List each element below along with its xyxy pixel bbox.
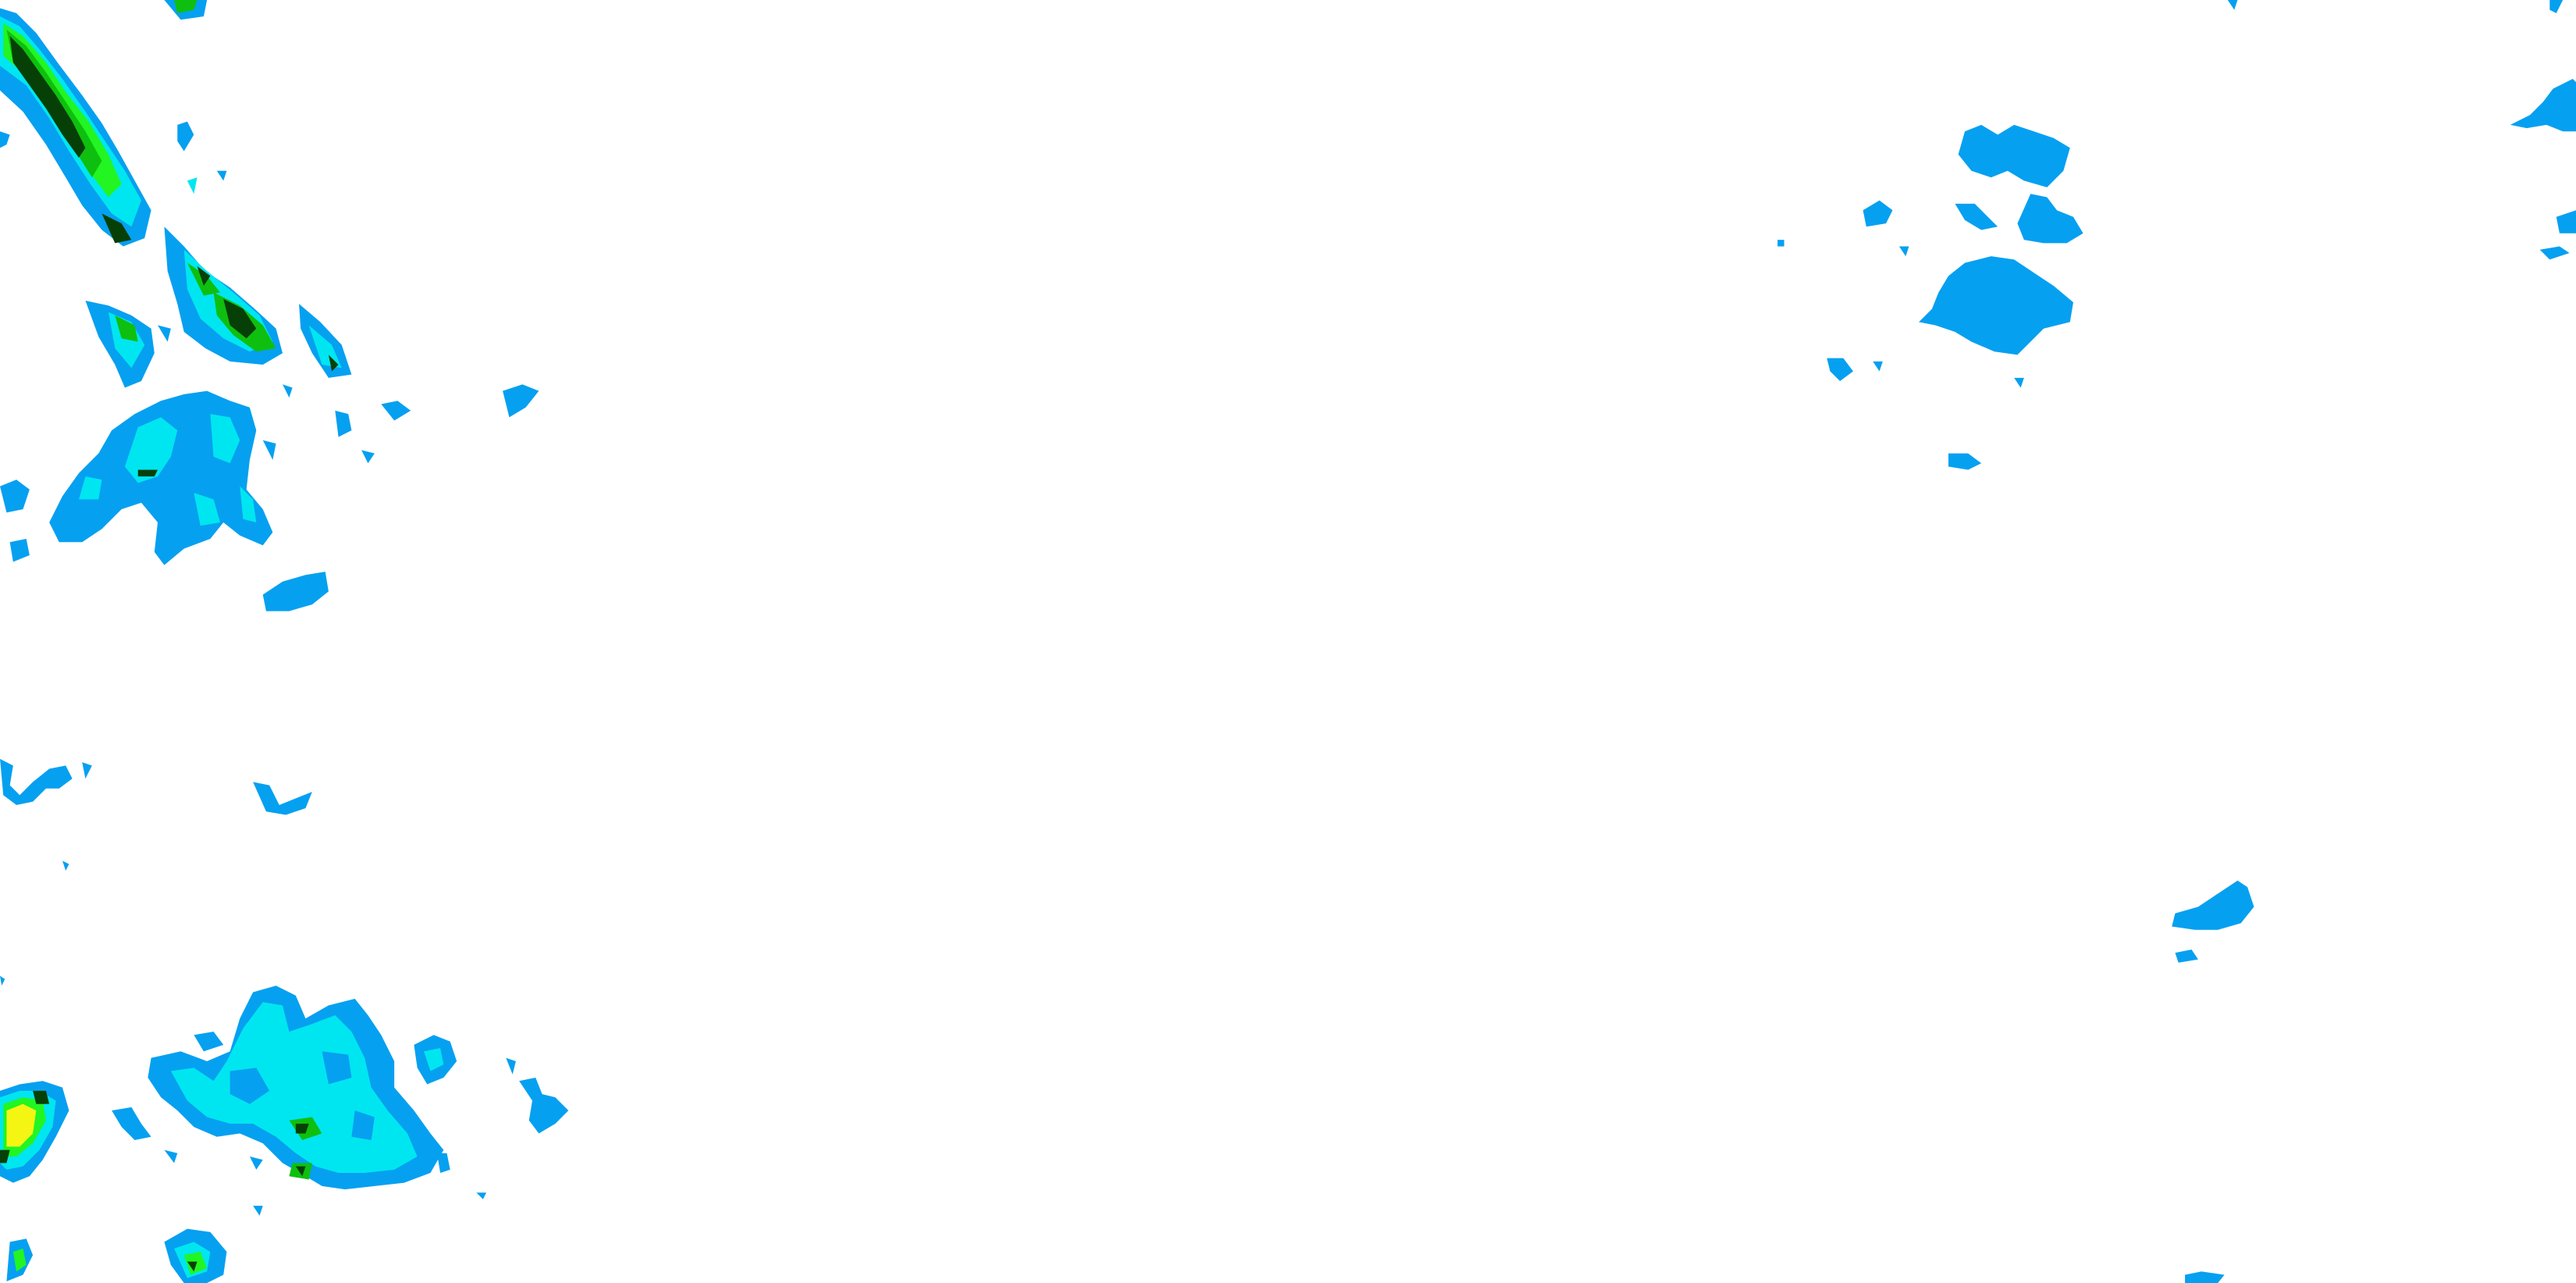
echo-central-north-cluster — [1777, 0, 2238, 470]
echo-east-south-streak — [2172, 880, 2254, 1283]
echo-northwest-band — [0, 0, 352, 388]
echo-east-edge-fragments — [2510, 0, 2576, 260]
echo-southwest-cluster — [112, 985, 569, 1216]
echo-west-mid-fragments — [0, 758, 312, 986]
echo-west-cluster — [0, 390, 329, 611]
echo-northwest-fragments — [0, 121, 539, 464]
echo-southwest-edge-cell — [0, 1081, 227, 1283]
